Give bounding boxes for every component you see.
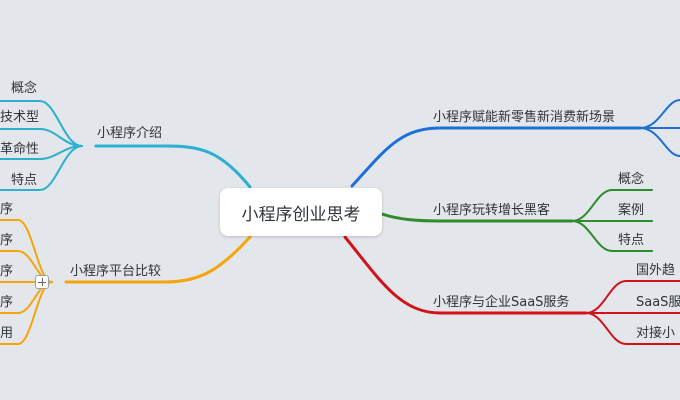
subtopic-platform-4[interactable]: 序 xyxy=(0,295,14,310)
topic-saas[interactable]: 小程序与企业SaaS服务 xyxy=(433,295,570,310)
connector-intro xyxy=(94,144,252,189)
subtopic-growth-concept[interactable]: 概念 xyxy=(618,172,645,187)
subtopic-saas-service[interactable]: SaaS服 xyxy=(636,295,680,310)
topic-growth[interactable]: 小程序玩转增长黑客 xyxy=(433,203,551,218)
subtopic-growth-case[interactable]: 案例 xyxy=(618,203,645,218)
topic-intro[interactable]: 小程序介绍 xyxy=(97,126,163,141)
root-topic[interactable]: 小程序创业思考 xyxy=(220,188,382,236)
connector-retail-children xyxy=(639,99,680,157)
connector-intro-children xyxy=(0,100,83,191)
subtopic-platform-2[interactable]: 序 xyxy=(0,233,14,248)
connector-growth xyxy=(380,212,574,223)
topic-platform[interactable]: 小程序平台比较 xyxy=(70,264,162,279)
expand-collapse-toggle[interactable] xyxy=(35,275,49,289)
subtopic-platform-1[interactable]: 序 xyxy=(0,202,14,217)
connector-saas-children xyxy=(585,280,680,345)
subtopic-intro-features[interactable]: 特点 xyxy=(11,173,38,188)
connector-saas xyxy=(343,235,588,315)
subtopic-platform-5[interactable]: 用 xyxy=(0,326,14,341)
subtopic-saas-connect[interactable]: 对接小 xyxy=(636,326,676,341)
connector-retail xyxy=(350,126,642,188)
connector-platform xyxy=(64,235,252,284)
subtopic-platform-3[interactable]: 序 xyxy=(0,264,14,279)
connector-growth-children xyxy=(571,189,653,252)
subtopic-intro-concept[interactable]: 概念 xyxy=(11,81,38,96)
subtopic-saas-trend[interactable]: 国外趋 xyxy=(636,263,676,278)
root-topic-label: 小程序创业思考 xyxy=(241,204,361,225)
subtopic-intro-tech[interactable]: 技术型 xyxy=(0,110,40,125)
subtopic-intro-revolution[interactable]: 革命性 xyxy=(0,142,40,157)
subtopic-growth-features[interactable]: 特点 xyxy=(618,233,645,248)
topic-retail[interactable]: 小程序赋能新零售新消费新场景 xyxy=(433,110,616,125)
